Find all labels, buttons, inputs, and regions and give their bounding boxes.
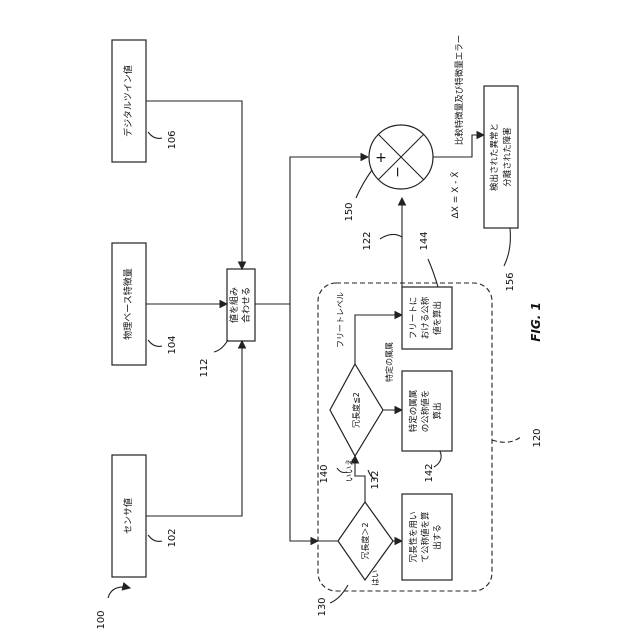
edge-no-to-le2	[355, 456, 365, 502]
attribute-calc-label-2: の公称値を	[420, 390, 431, 433]
output-label-2: 分離された障害	[502, 127, 513, 187]
edge-fleet-to-fleet-calc	[355, 315, 402, 364]
leader-142	[434, 451, 441, 467]
redundancy-calc-label-1: 冗長性を用い	[408, 511, 419, 562]
ref-122: 122	[362, 231, 373, 250]
compare-error-label: 比較特徴量及び特徴量エラー	[454, 35, 465, 146]
yes-label: はい	[371, 570, 380, 586]
delta-formula: ΔX = X - X̂	[449, 172, 461, 219]
leader-104	[148, 340, 162, 346]
leader-150	[356, 170, 372, 198]
ref-100: 100	[96, 610, 107, 629]
fleet-calc-label-2: おける公称	[420, 296, 431, 339]
combine-label-1: 値を組み	[228, 287, 240, 323]
redundancy-calc-label-3: 出する	[432, 524, 443, 550]
edge-digital-twin-to-combine	[146, 101, 242, 269]
no-label: いいえ	[345, 458, 354, 482]
ref-104: 104	[167, 335, 178, 354]
leader-106	[148, 132, 162, 138]
figure-label: FIG. 1	[529, 302, 543, 342]
leader-120	[492, 436, 522, 442]
specific-attr-label: 特定の属属	[384, 342, 394, 382]
decision-gt2-label: 冗長度＞2	[360, 522, 370, 559]
redundancy-calc-label-2: て公称値を算	[420, 511, 431, 563]
sensor-label: センサ値	[122, 498, 134, 534]
leader-102	[148, 535, 162, 541]
edge-combine-to-decision	[290, 304, 318, 541]
digital-twin-label: デジタルツイン値	[122, 65, 134, 137]
ref-144: 144	[419, 231, 430, 250]
edge-combine-to-summing	[255, 157, 368, 304]
edge-sensor-to-combine	[146, 341, 242, 516]
ref-156: 156	[505, 272, 516, 291]
output-label-1: 検出された異常と	[489, 123, 500, 191]
leader-156	[504, 228, 510, 266]
leader-122	[380, 234, 402, 239]
leader-112	[214, 340, 228, 352]
summing-junction: + −	[369, 125, 433, 189]
ref-130: 130	[317, 597, 328, 616]
ref-140: 140	[319, 464, 330, 483]
leader-100	[108, 587, 130, 598]
fleet-level-label: フリートレベル	[336, 292, 345, 348]
ref-120: 120	[532, 428, 543, 447]
ref-112: 112	[199, 358, 210, 377]
leader-130	[330, 585, 348, 603]
ref-106: 106	[167, 130, 178, 149]
combine-label-2: 合わせる	[240, 287, 252, 323]
decision-le2-label: 冗長度≦2	[351, 392, 361, 428]
ref-102: 102	[167, 528, 178, 547]
plus-sign: +	[375, 150, 387, 166]
attribute-calc-label-1: 特定の属属	[408, 390, 419, 433]
ref-142: 142	[424, 463, 435, 482]
minus-sign: −	[390, 166, 406, 178]
fleet-calc-label-3: 値を算出	[432, 301, 443, 335]
ref-132: 132	[370, 470, 381, 489]
physics-feature-label: 物理ベース特徴量	[122, 268, 134, 340]
fleet-calc-label-1: フリートに	[409, 297, 419, 340]
ref-150: 150	[344, 202, 355, 221]
attribute-calc-label-3: 算出	[432, 402, 443, 419]
